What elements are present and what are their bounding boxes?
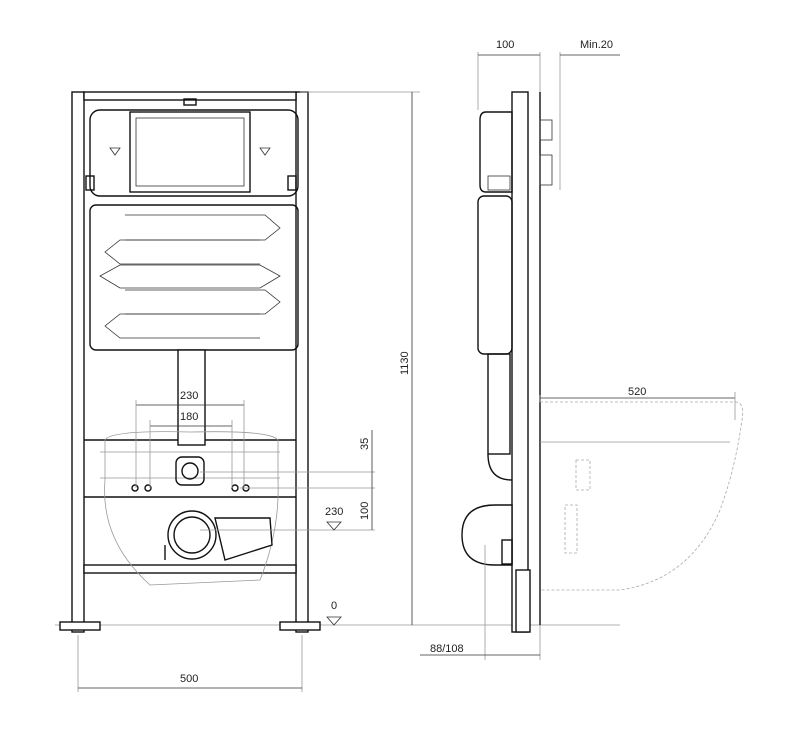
dim-bolt-inner: 180 bbox=[180, 411, 198, 423]
side-view-frame bbox=[461, 91, 553, 633]
level-0: 0 bbox=[331, 600, 337, 612]
dim-bolt-outer: 230 bbox=[180, 390, 198, 402]
cistern-tank-panel bbox=[89, 204, 299, 351]
front-view-frame bbox=[59, 91, 321, 633]
dim-bowl: 520 bbox=[628, 386, 646, 398]
flush-pipe bbox=[177, 349, 206, 446]
side-dimensions bbox=[420, 52, 736, 660]
cistern bbox=[85, 109, 299, 197]
dim-width: 500 bbox=[180, 673, 198, 685]
level-230: 230 bbox=[325, 506, 343, 518]
dim-100: 100 bbox=[359, 502, 371, 520]
wc-bowl bbox=[540, 401, 744, 591]
front-dimensions bbox=[77, 91, 420, 692]
dim-min: Min.20 bbox=[580, 39, 613, 51]
dim-outlet: 88/108 bbox=[430, 643, 464, 655]
dim-35: 35 bbox=[359, 438, 371, 450]
connections bbox=[104, 431, 279, 586]
dim-height: 1130 bbox=[399, 351, 411, 375]
dim-depth: 100 bbox=[496, 39, 514, 51]
